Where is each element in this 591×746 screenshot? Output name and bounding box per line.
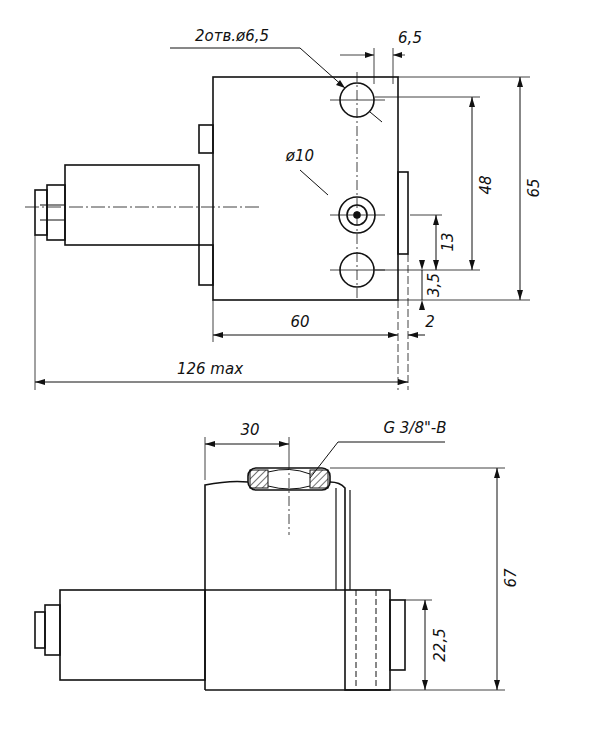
dimension: 22,5 <box>433 627 448 662</box>
dimension: 65 <box>527 177 542 198</box>
hole-callout: 2отв.ø6,5 <box>194 29 270 44</box>
thread-callout: G 3/8"-B <box>382 421 447 436</box>
hole-callout: ø10 <box>285 149 315 164</box>
dimension: 3,5 <box>427 272 442 298</box>
dimension: 13 <box>441 231 456 252</box>
dimension: 48 <box>479 174 494 195</box>
dimension: 126 max <box>176 362 244 377</box>
dimension: 6,5 <box>397 31 423 46</box>
dimension: 30 <box>239 423 260 438</box>
dimension: 2 <box>424 315 436 330</box>
dimension: 60 <box>289 315 310 330</box>
dimension: 67 <box>504 567 519 588</box>
